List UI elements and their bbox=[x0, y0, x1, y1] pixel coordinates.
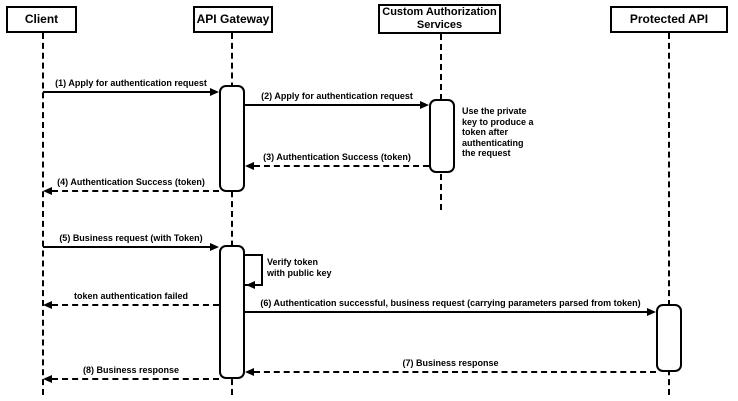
message-3-arrowhead-icon bbox=[245, 162, 254, 170]
message-7-label: (7) Business response bbox=[402, 358, 499, 368]
actor-label-api-gateway: API Gateway bbox=[196, 12, 270, 26]
actor-label-custom-authorization-services: Custom Authorization Services bbox=[382, 6, 497, 31]
lifeline-client bbox=[42, 33, 44, 395]
message-2-line bbox=[245, 104, 421, 106]
message-8-label: (8) Business response bbox=[82, 365, 180, 375]
activation-custom-authorization-services bbox=[429, 99, 455, 173]
message-8-arrowhead-icon bbox=[43, 375, 52, 383]
message-4-line bbox=[52, 190, 219, 192]
message-1-line bbox=[43, 91, 210, 93]
activation-protected-api bbox=[656, 304, 682, 372]
message-8-line bbox=[52, 378, 219, 380]
note-verify-token: Verify token with public key bbox=[267, 257, 332, 278]
self-loop-arrowhead-icon bbox=[246, 281, 255, 289]
note-private-key: Use the private key to produce a token a… bbox=[462, 106, 534, 158]
activation-api-gateway-1 bbox=[219, 85, 245, 192]
actor-box-api-gateway: API Gateway bbox=[193, 6, 273, 33]
activation-api-gateway-2 bbox=[219, 245, 245, 379]
message-5-label: (5) Business request (with Token) bbox=[59, 233, 203, 243]
actor-label-client: Client bbox=[24, 12, 59, 26]
message-1-label: (1) Apply for authentication request bbox=[55, 78, 207, 88]
message-7-arrowhead-icon bbox=[245, 368, 254, 376]
message-3-label: (3) Authentication Success (token) bbox=[263, 152, 411, 162]
message-4-label: (4) Authentication Success (token) bbox=[57, 177, 205, 187]
actor-label-protected-api: Protected API bbox=[629, 12, 709, 26]
message-4-arrowhead-icon bbox=[43, 187, 52, 195]
message-token-failed-arrowhead-icon bbox=[43, 301, 52, 309]
actor-box-custom-authorization-services: Custom Authorization Services bbox=[378, 4, 501, 34]
message-token-failed-label: token authentication failed bbox=[73, 291, 188, 301]
message-6-label: (6) Authentication successful, business … bbox=[260, 298, 641, 308]
message-3-line bbox=[254, 165, 429, 167]
message-6-arrowhead-icon bbox=[647, 308, 656, 316]
message-5-arrowhead-icon bbox=[210, 243, 219, 251]
actor-box-client: Client bbox=[6, 6, 77, 33]
message-1-arrowhead-icon bbox=[210, 88, 219, 96]
message-5-line bbox=[43, 246, 210, 248]
message-2-label: (2) Apply for authentication request bbox=[261, 91, 413, 101]
lifeline-api-gateway bbox=[231, 33, 233, 395]
message-2-arrowhead-icon bbox=[420, 101, 429, 109]
actor-box-protected-api: Protected API bbox=[610, 6, 728, 33]
message-6-line bbox=[245, 311, 648, 313]
message-token-failed-line bbox=[52, 304, 219, 306]
lifeline-protected-api bbox=[668, 33, 670, 395]
message-7-line bbox=[254, 371, 656, 373]
